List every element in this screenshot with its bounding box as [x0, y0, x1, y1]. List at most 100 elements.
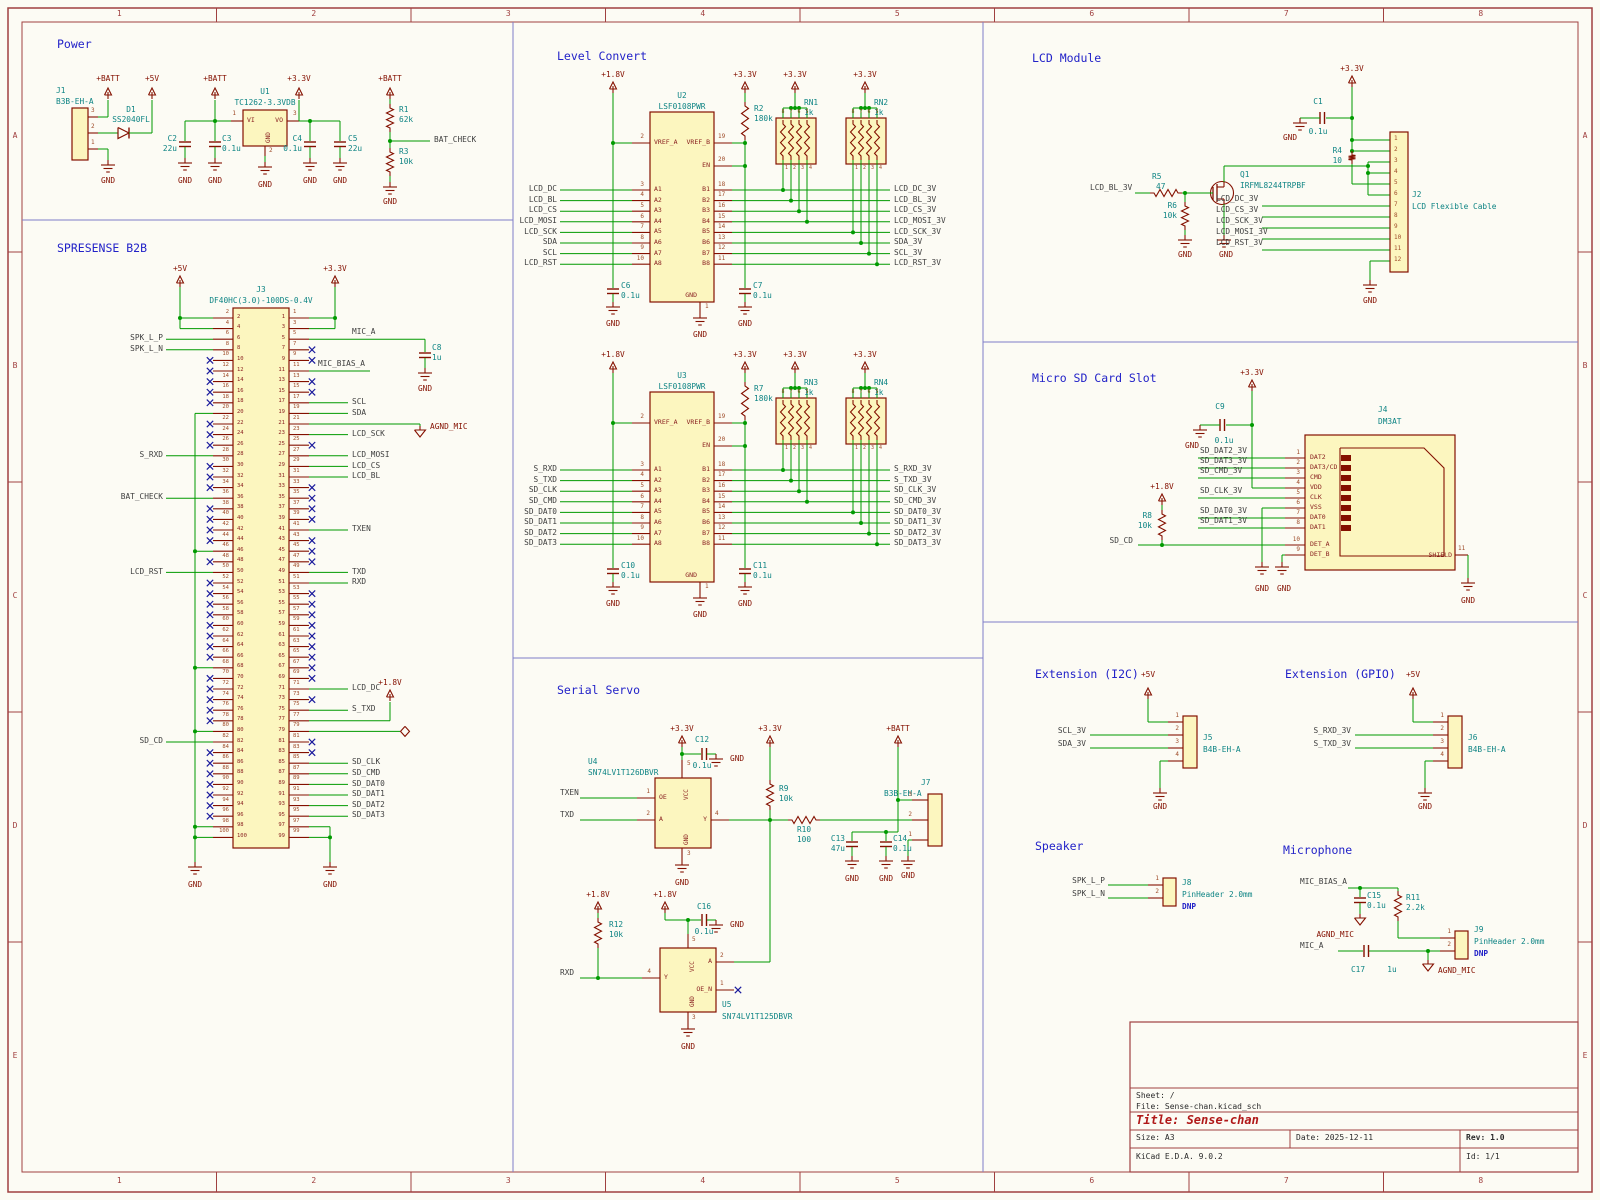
pin-number: 2 — [1155, 888, 1159, 896]
pin-number: 54 — [222, 584, 229, 591]
power-arrow — [1409, 686, 1418, 696]
pin-name: B1 — [702, 464, 710, 473]
pin-number: 3 — [800, 444, 805, 451]
pin-number: 7 — [1296, 508, 1300, 516]
reference-label: R8 — [1142, 511, 1152, 521]
level-shifter-body — [649, 111, 715, 303]
net-label: LCD_SCK — [524, 226, 557, 236]
net-label: LCD_CS — [352, 460, 381, 470]
reference-label: 22u — [162, 144, 177, 154]
pin-number: 3 — [293, 110, 297, 118]
pin-number: 5 — [640, 201, 644, 209]
pin-name: 66 — [237, 652, 244, 659]
grid-reference: 1 — [116, 1176, 122, 1186]
pin-number: 90 — [222, 775, 229, 782]
pin-name: 75 — [278, 705, 285, 712]
pin-number: 41 — [293, 521, 300, 528]
pin-number: 9 — [640, 524, 644, 532]
power-label: GND — [900, 871, 916, 881]
pin-name: 36 — [237, 493, 244, 500]
pin-name: 50 — [237, 567, 244, 574]
pin-name: B8 — [702, 259, 710, 268]
pin-name: DAT1 — [1310, 522, 1326, 531]
pin-number: 63 — [293, 637, 300, 644]
pin-number: 4 — [1440, 751, 1444, 759]
pin-number: 39 — [293, 510, 300, 517]
reference-label: C3 — [222, 134, 232, 144]
pin-number: 1 — [854, 164, 859, 171]
pin-number: 6 — [640, 492, 644, 500]
pin-number: 4 — [808, 164, 813, 171]
pin-number: 7 — [640, 503, 644, 511]
pin-number: 3 — [640, 180, 644, 188]
net-label: SDA — [352, 407, 367, 417]
power-label: +1.8V — [601, 350, 625, 360]
pin-name: 96 — [237, 811, 244, 818]
net-label: SD_DAT2 — [352, 799, 385, 809]
pin-number: 18 — [718, 180, 726, 188]
pin-number: 11 — [718, 534, 726, 542]
net-label: S_RXD_3V — [1313, 726, 1351, 736]
pin-number: 61 — [293, 627, 300, 634]
pin-name: Y — [703, 814, 707, 823]
junction-dot — [1366, 164, 1370, 168]
grid-reference: A — [1582, 131, 1588, 141]
pin-number: 38 — [222, 499, 229, 506]
pin-name: 81 — [278, 737, 285, 744]
pin-number: 88 — [222, 764, 229, 771]
power-arrow — [1248, 378, 1257, 388]
net-label: SD_CLK — [528, 485, 557, 495]
pin-number: 46 — [222, 542, 229, 549]
resistor — [849, 400, 857, 440]
power-label: GND — [680, 1042, 696, 1052]
power-label: GND — [187, 880, 203, 890]
pin-name: 89 — [278, 779, 285, 786]
reference-label: 180k — [754, 394, 773, 404]
reference-label: 47u — [830, 844, 845, 854]
pin-name: 23 — [278, 430, 285, 437]
pin-number: 3 — [870, 164, 875, 171]
net-label: LCD_MOSI_3V — [894, 215, 946, 225]
pin-number: 8 — [1296, 518, 1300, 526]
reference-label: SS2040FL — [112, 115, 150, 125]
pin-number: 8 — [781, 389, 785, 396]
pin-name: B1 — [702, 184, 710, 193]
pin-name: 99 — [278, 832, 285, 839]
pin-number: 20 — [718, 156, 726, 164]
power-label: AGND_MIC — [1316, 930, 1354, 940]
pin-number: 23 — [293, 425, 300, 432]
pin-number: 21 — [293, 415, 300, 422]
net-label: SPK_L_N — [130, 343, 163, 353]
net-label: LCD_DC_3V — [894, 184, 937, 194]
pin-name: DAT2 — [1310, 452, 1326, 461]
pin-number: 6 — [1296, 498, 1300, 506]
section-title: Micro SD Card Slot — [1032, 370, 1157, 385]
no-connect-x — [206, 674, 214, 683]
reference-label: J5 — [1203, 733, 1213, 743]
no-connect-x — [206, 589, 214, 598]
pin-name: 71 — [278, 684, 285, 691]
junction-dot — [793, 106, 797, 110]
pin-number: 10 — [636, 534, 644, 542]
reference-label: DM3AT — [1378, 417, 1402, 427]
no-connect-x — [206, 505, 214, 513]
section-title: Speaker — [1035, 838, 1084, 853]
reference-label: 1k — [874, 108, 884, 118]
reference-label: B3B-EH-A — [884, 789, 922, 799]
junction-dot — [867, 386, 871, 390]
no-connect-x — [308, 388, 316, 396]
pin-number: 8 — [640, 513, 644, 521]
pin-number: 79 — [293, 722, 300, 729]
no-connect-x — [206, 812, 214, 820]
reference-label: J9 — [1474, 925, 1484, 935]
pin-name: 1 — [281, 313, 285, 320]
pin-number: 1 — [1447, 928, 1451, 936]
pin-number: 1 — [854, 444, 859, 451]
pin-number: 17 — [718, 191, 726, 199]
pin-number: 47 — [293, 552, 300, 559]
tb-date: Date: 2025-12-11 — [1296, 1133, 1374, 1142]
power-label: GND — [1276, 584, 1292, 594]
pin-name: 51 — [278, 578, 285, 585]
pin-name: DAT0 — [1310, 512, 1326, 521]
pin-number: 14 — [718, 223, 726, 231]
